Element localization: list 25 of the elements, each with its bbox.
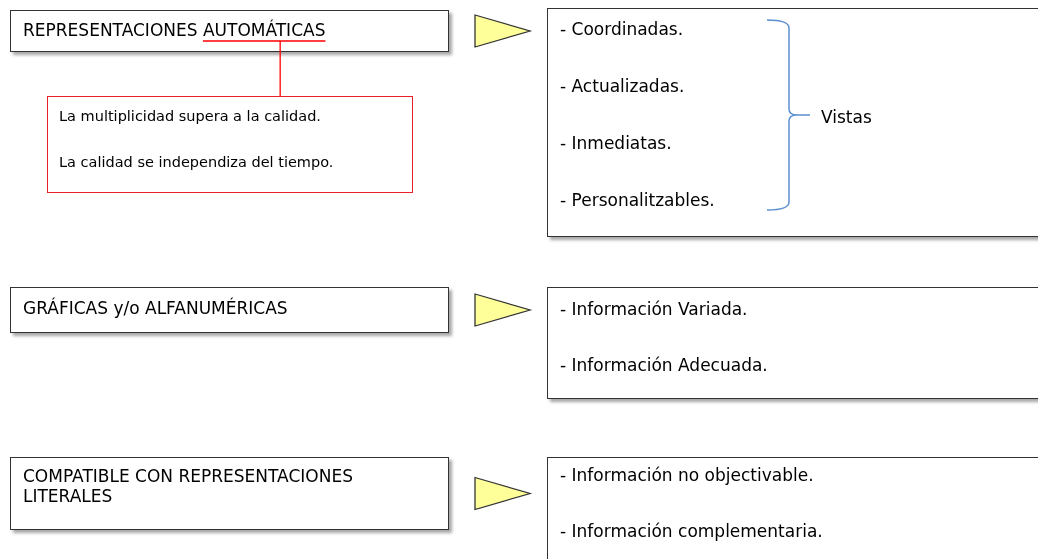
text-box [547,457,1038,559]
node-text: - Información complementaria. [560,521,823,542]
note-box [47,96,413,193]
node-text: Vistas [821,107,872,128]
chevron-arrow [474,293,533,327]
text-box [10,287,449,333]
node-text: - Información Adecuada. [560,355,768,376]
node-text: - Información Variada. [560,299,748,320]
text-box [10,457,449,530]
node-text: - Información no objectivable. [560,465,814,486]
chevron-arrow [474,14,533,48]
leader-line [202,40,327,97]
node-text: COMPATIBLE CON REPRESENTACIONES LITERALES [23,466,353,507]
text-box [10,10,449,52]
node-text: REPRESENTACIONES AUTOMÁTICAS [23,20,326,41]
node-text: La multiplicidad supera a la calidad. [59,108,321,126]
text-box [547,8,1038,237]
text-box [547,287,1038,399]
node-text: - Coordinadas. [560,19,684,40]
node-text: GRÁFICAS y/o ALFANUMÉRICAS [23,298,288,319]
node-text: - Personalitzables. [560,190,715,211]
node-text: - Actualizadas. [560,76,685,97]
node-text: - Inmediatas. [560,133,672,154]
node-text: La calidad se independiza del tiempo. [59,154,334,172]
chevron-arrow [474,476,533,511]
